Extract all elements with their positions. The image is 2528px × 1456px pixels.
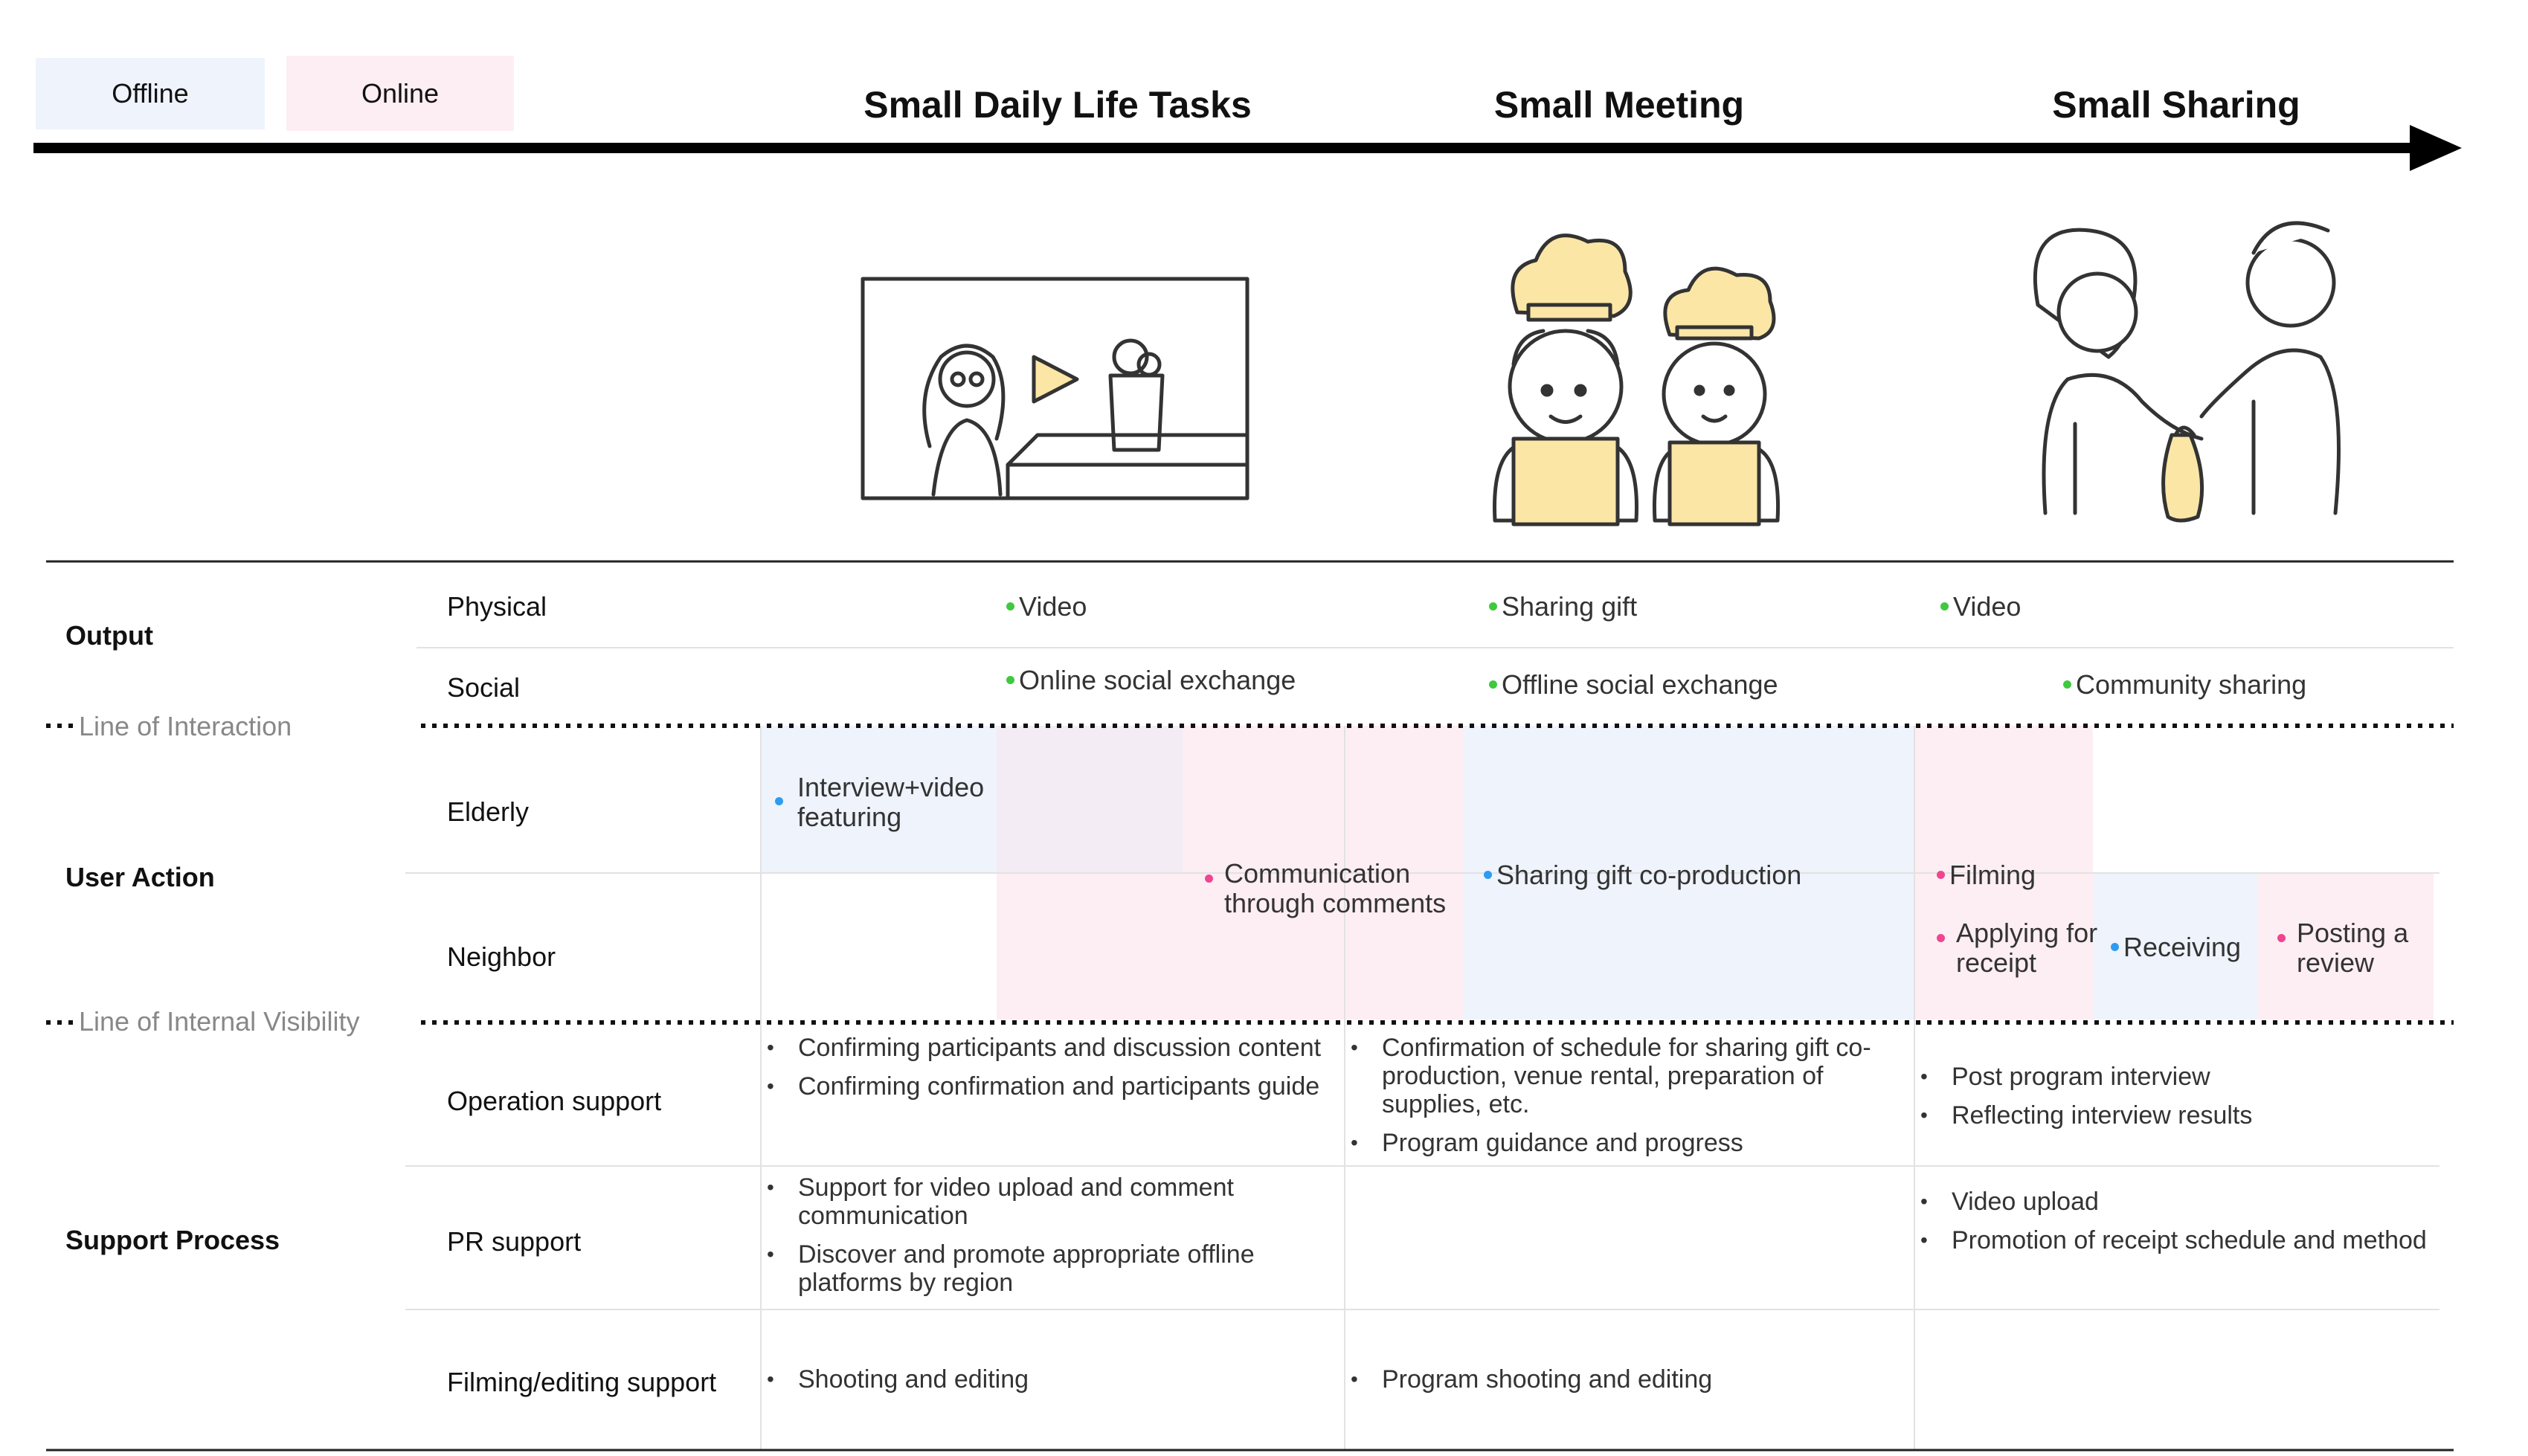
row-neighbor: Neighbor — [447, 941, 556, 972]
list-item: Reflecting interview results — [1917, 1101, 2438, 1130]
offline-dot-icon — [1484, 870, 1492, 879]
list-item: Promotion of receipt schedule and method — [1917, 1226, 2438, 1254]
action-receiving: Receiving — [2111, 932, 2241, 962]
stage-title-meeting: Small Meeting — [1493, 84, 1745, 126]
output-dot-icon — [1489, 602, 1497, 611]
output-dot-icon — [2063, 680, 2071, 689]
legend-online-swatch — [286, 56, 514, 131]
chefs-illustration — [1493, 233, 1781, 526]
row-filming-support: Filming/editing support — [447, 1367, 717, 1397]
timeline-arrow — [33, 125, 2462, 171]
output-physical-item: Sharing gift — [1489, 592, 1637, 622]
action-sharing-gift: Sharing gift co-production — [1484, 860, 1801, 890]
video-frame-illustration — [861, 277, 1249, 500]
action-communication: Communication through comments — [1205, 859, 1473, 918]
list-item: Video upload — [1917, 1188, 2438, 1216]
output-physical-item: Video — [1006, 592, 1087, 622]
output-dot-icon — [1940, 602, 1949, 611]
offline-dot-icon — [2111, 942, 2119, 951]
row-elderly: Elderly — [447, 796, 530, 827]
action-applying: Applying for receipt — [1937, 918, 2108, 978]
online-dot-icon — [1205, 874, 1213, 883]
offline-dot-icon — [775, 797, 783, 805]
list-item: Confirming participants and discussion c… — [764, 1034, 1329, 1062]
output-dot-icon — [1006, 675, 1014, 684]
operation-list-sharing: Post program interview Reflecting interv… — [1917, 1063, 2438, 1140]
row-social: Social — [447, 672, 521, 703]
output-dot-icon — [1006, 602, 1014, 611]
section-support-process: Support Process — [65, 1225, 280, 1255]
action-filming: Filming — [1937, 860, 2036, 890]
legend-online: Online — [361, 77, 440, 109]
legend-offline: Offline — [112, 78, 189, 109]
output-social-item: Online social exchange — [1006, 666, 1296, 695]
output-physical-item: Video — [1940, 592, 2021, 622]
stage-title-sharing: Small Sharing — [2052, 84, 2300, 126]
row-dividers — [405, 647, 2454, 1310]
row-operation-support: Operation support — [447, 1086, 662, 1116]
gift-exchange-illustration — [2033, 221, 2341, 523]
pr-list-sharing: Video upload Promotion of receipt schedu… — [1917, 1188, 2438, 1265]
list-item: Confirming confirmation and participants… — [764, 1072, 1329, 1101]
list-item: Confirmation of schedule for sharing gif… — [1348, 1034, 1913, 1118]
stage-title-daily-tasks: Small Daily Life Tasks — [863, 84, 1252, 126]
output-social-item: Community sharing — [2063, 670, 2306, 700]
list-item: Post program interview — [1917, 1063, 2438, 1091]
action-interview: Interview+video featuring — [775, 773, 1006, 832]
line-of-interaction-label: Line of Interaction — [79, 711, 292, 741]
row-physical: Physical — [447, 591, 547, 622]
online-dot-icon — [1937, 870, 1945, 879]
list-item: Shooting and editing — [764, 1365, 1329, 1394]
output-social-item: Offline social exchange — [1489, 670, 1778, 700]
section-user-action: User Action — [65, 862, 215, 892]
action-posting-review: Posting a review — [2277, 918, 2426, 978]
column-dividers — [760, 726, 1915, 1450]
line-of-internal-visibility-label: Line of Internal Visibility — [79, 1006, 360, 1037]
output-dot-icon — [1489, 680, 1497, 689]
pr-list-daily-tasks: Support for video upload and comment com… — [764, 1173, 1329, 1307]
online-dot-icon — [2277, 934, 2286, 942]
list-item: Discover and promote appropriate offline… — [764, 1240, 1329, 1297]
filming-list-daily-tasks: Shooting and editing — [764, 1365, 1329, 1404]
row-pr-support: PR support — [447, 1226, 582, 1257]
online-dot-icon — [1937, 934, 1945, 942]
list-item: Program guidance and progress — [1348, 1129, 1913, 1157]
operation-list-meeting: Confirmation of schedule for sharing gif… — [1348, 1034, 1913, 1167]
operation-list-daily-tasks: Confirming participants and discussion c… — [764, 1034, 1329, 1111]
filming-list-meeting: Program shooting and editing — [1348, 1365, 1913, 1404]
section-output: Output — [65, 620, 153, 651]
list-item: Support for video upload and comment com… — [764, 1173, 1329, 1230]
legend-offline-swatch — [36, 58, 265, 129]
list-item: Program shooting and editing — [1348, 1365, 1913, 1394]
